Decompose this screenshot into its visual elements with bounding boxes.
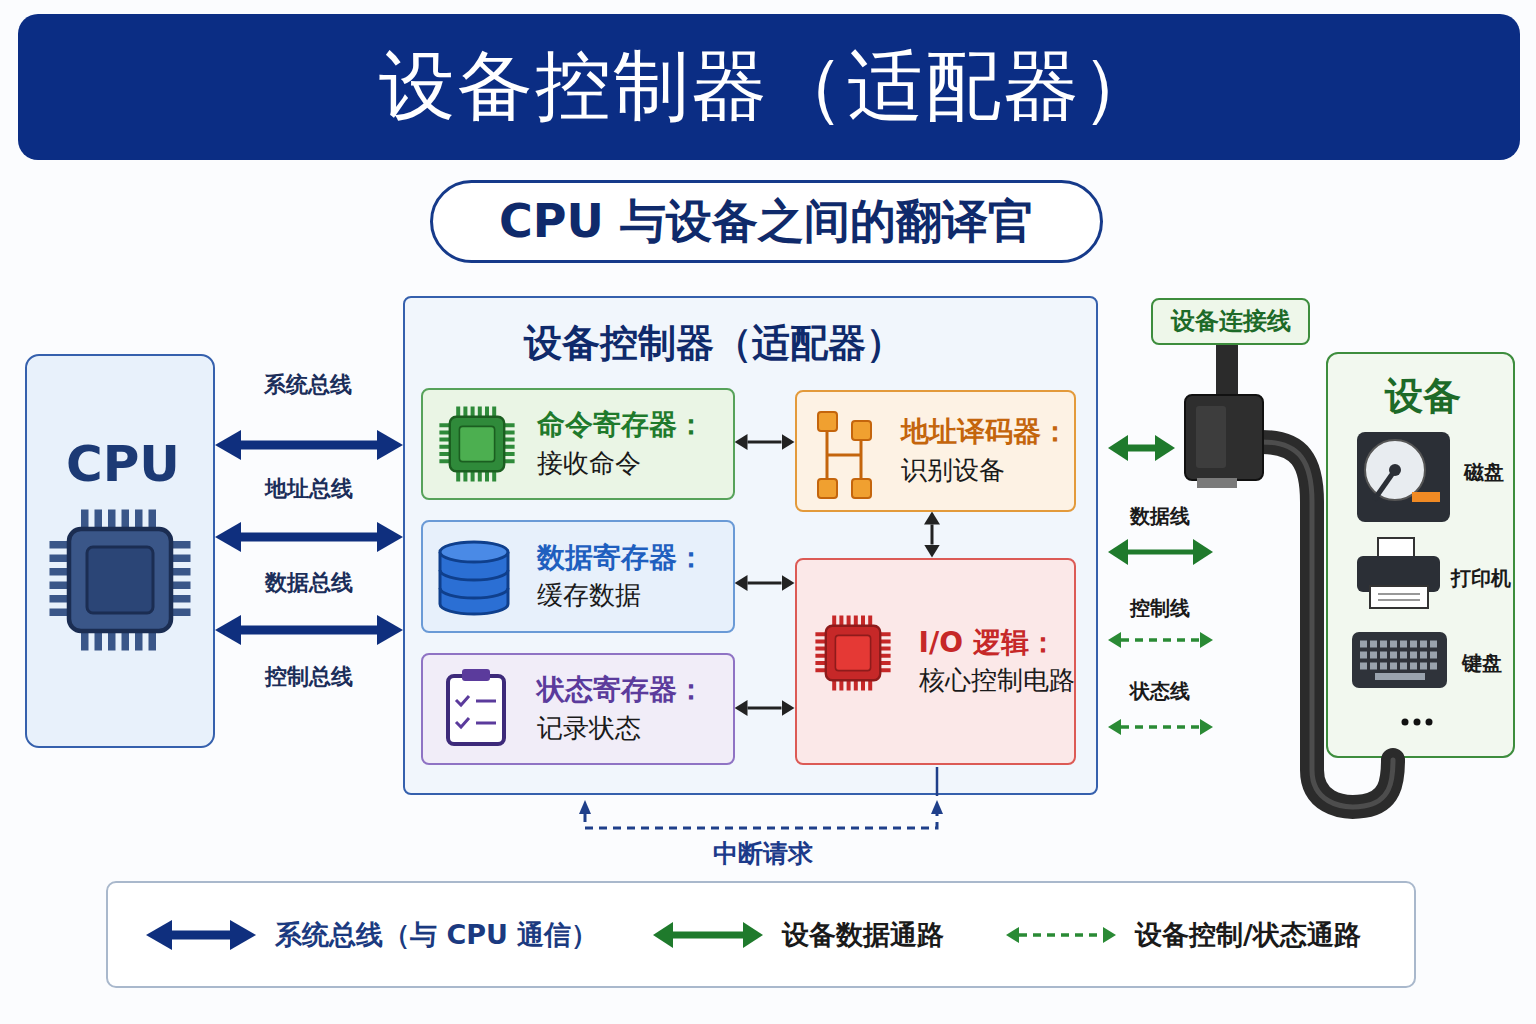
signal-label: 数据线 — [1130, 503, 1190, 530]
device-side-arrow — [1121, 638, 1200, 642]
node-heading: 设备连接线 — [1171, 307, 1291, 336]
legend-entry: 设备数据通路 — [652, 883, 944, 986]
bus-arrow — [241, 441, 377, 450]
bus-label: 控制总线 — [265, 662, 353, 692]
cable-illustration — [1185, 395, 1263, 480]
legend-sample-line — [1019, 933, 1103, 937]
node-heading: 状态寄存器： — [537, 673, 705, 707]
cpu-box: CPU — [25, 354, 215, 748]
legend-entry: 设备控制/状态通路 — [1005, 883, 1361, 986]
bus-arrow — [241, 626, 377, 635]
node-heading: 设备控制器（适配器） — [524, 321, 904, 367]
controller-box: 设备控制器（适配器） 命令寄存器： 接收命令 地址译码器： 识别设备数据寄存器： 缓存数据… — [403, 296, 1098, 795]
node-text: 磁盘 — [1464, 460, 1504, 484]
node-heading: CPU 与设备之间的翻译官 — [499, 194, 1034, 249]
title-banner: 设备控制器（适配器） — [18, 14, 1520, 160]
legend-sample — [1005, 919, 1117, 951]
signal-label: 控制线 — [1130, 595, 1190, 622]
node-heading: CPU — [66, 434, 180, 494]
interrupt-line — [585, 814, 937, 828]
cable-tag: 设备连接线 — [1151, 298, 1310, 345]
device-side-arrow — [1121, 448, 1200, 727]
io-logic-box: I/O 逻辑： 核心控制电路 — [795, 558, 1076, 765]
bus-group-label: 系统总线 — [264, 370, 352, 400]
subtitle-pill: CPU 与设备之间的翻译官 — [430, 180, 1103, 263]
register-box: 命令寄存器： 接收命令 — [421, 388, 735, 500]
legend-text: 系统总线（与 CPU 通信） — [275, 917, 598, 953]
cable-illustration — [1216, 345, 1238, 397]
device-box: 设备磁盘打印机键盘 — [1326, 352, 1515, 758]
node-heading: 命令寄存器： — [537, 408, 705, 442]
device-side-arrow — [1128, 550, 1193, 555]
bus-label: 地址总线 — [265, 474, 353, 504]
node-heading: 数据寄存器： — [537, 541, 705, 575]
register-box: 数据寄存器： 缓存数据 — [421, 520, 735, 633]
interrupt-label: 中断请求 — [713, 837, 813, 870]
node-text: 接收命令 — [537, 448, 641, 479]
node-heading: I/O 逻辑： — [919, 626, 1057, 660]
bus-arrow — [241, 533, 377, 542]
node-heading: 地址译码器： — [901, 415, 1069, 449]
legend-text: 设备控制/状态通路 — [1135, 917, 1361, 953]
register-box: 状态寄存器： 记录状态 — [421, 653, 735, 765]
legend-sample-line — [172, 930, 230, 939]
legend-sample-line — [673, 931, 743, 938]
signal-label: 状态线 — [1130, 678, 1190, 705]
node-heading: 设备 — [1385, 374, 1461, 420]
node-text: 键盘 — [1462, 651, 1502, 675]
legend-sample — [145, 919, 257, 951]
legend-sample — [652, 919, 764, 951]
cable-illustration — [1196, 406, 1226, 468]
legend-text: 设备数据通路 — [782, 917, 944, 953]
device-side-arrow — [1121, 725, 1200, 729]
cable-illustration — [1197, 478, 1237, 488]
decoder-box: 地址译码器： 识别设备 — [795, 390, 1076, 512]
node-text: 打印机 — [1451, 566, 1511, 590]
node-text: 缓存数据 — [537, 580, 641, 611]
node-text: 记录状态 — [537, 713, 641, 744]
node-text: 核心控制电路 — [919, 665, 1075, 696]
bus-label: 数据总线 — [265, 568, 353, 598]
node-text: 识别设备 — [901, 455, 1005, 486]
device-side-arrow — [1128, 445, 1155, 452]
title-text: 设备控制器（适配器） — [379, 36, 1159, 139]
legend-entry: 系统总线（与 CPU 通信） — [145, 883, 598, 986]
legend-box: 系统总线（与 CPU 通信） 设备数据通路 设备控制/状态通路 — [106, 881, 1416, 988]
